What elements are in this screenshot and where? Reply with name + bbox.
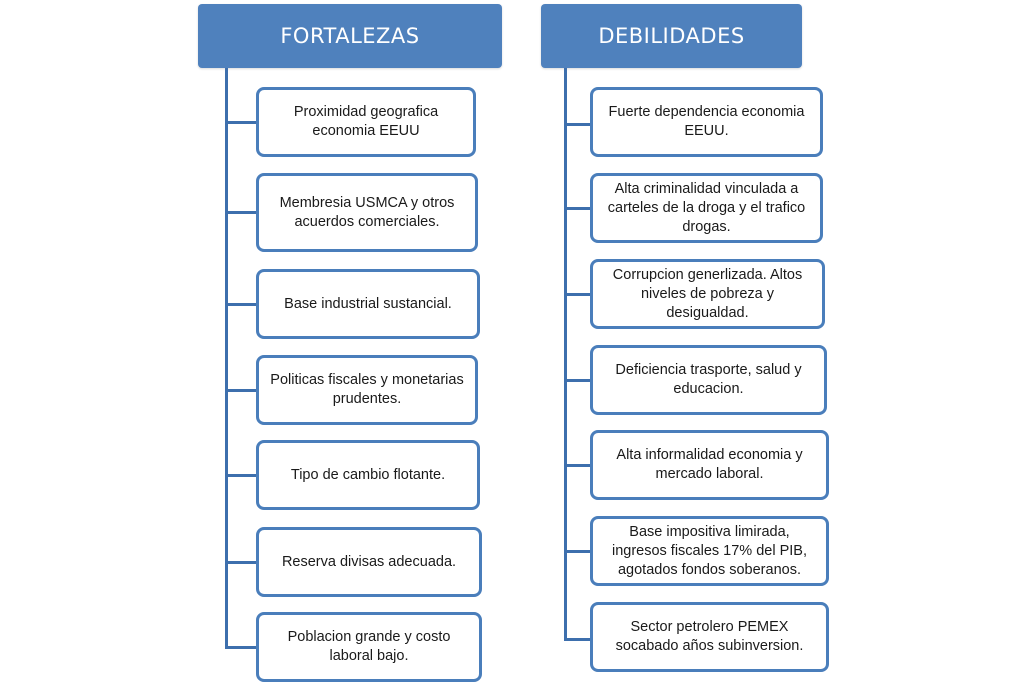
debilidades-item: Sector petrolero PEMEX socabado años subi… [590, 602, 829, 672]
fortalezas-item: Politicas fiscales y monetarias prudentes… [256, 355, 478, 425]
debilidades-connector [564, 464, 592, 467]
item-line: desigualdad. [666, 304, 749, 321]
fortalezas-header: FORTALEZAS [198, 4, 502, 68]
item-line: socabado años subinversion. [615, 638, 804, 654]
item-line: Base impositiva limirada, [629, 523, 790, 540]
debilidades-item: Deficiencia trasporte, salud y educacion. [590, 345, 827, 415]
item-line: Deficiencia trasporte, salud y [615, 362, 802, 378]
debilidades-connector [564, 207, 592, 210]
fortalezas-connector [225, 474, 258, 477]
fortalezas-item: Tipo de cambio flotante. [256, 440, 480, 510]
item-line: Membresia USMCA y otros [279, 194, 455, 211]
debilidades-connector [564, 123, 592, 126]
item-line: acuerdos comerciales. [294, 213, 440, 230]
debilidades-connector [564, 550, 592, 553]
debilidades-item: Alta criminalidad vinculada a carteles de… [590, 173, 823, 243]
debilidades-title: DEBILIDADES [598, 24, 745, 48]
item-line: drogas. [682, 218, 731, 235]
fortalezas-connector [225, 303, 258, 306]
item-line: Base industrial sustancial. [284, 295, 452, 312]
fortalezas-item: Proximidad geografica economia EEUU [256, 87, 476, 157]
fortalezas-title: FORTALEZAS [280, 24, 420, 48]
item-line: Proximidad geografica [293, 104, 439, 120]
debilidades-header: DEBILIDADES [541, 4, 802, 68]
item-line: Tipo de cambio flotante. [290, 466, 446, 483]
item-line: Reserva divisas adecuada. [281, 553, 457, 570]
debilidades-item: Corrupcion generlizada. Altos niveles de … [590, 259, 825, 329]
item-line: prudentes. [332, 391, 402, 407]
fortalezas-connector [225, 121, 258, 124]
debilidades-item: Base impositiva limirada, ingresos fiscal… [590, 516, 829, 586]
item-line: Poblacion grande y costo [287, 629, 451, 645]
item-line: agotados fondos soberanos. [617, 561, 801, 578]
item-line: Corrupcion generlizada. Altos [612, 266, 803, 283]
fortalezas-item: Base industrial sustancial. [256, 269, 480, 339]
debilidades-item: Alta informalidad economia y mercado labo… [590, 430, 829, 500]
fortalezas-connector [225, 389, 258, 392]
fortalezas-connector-trunk [225, 68, 228, 649]
item-line: economia EEUU [312, 123, 420, 139]
item-line: Alta informalidad economia y [616, 447, 803, 463]
debilidades-connector [564, 638, 592, 641]
fortalezas-connector [225, 211, 258, 214]
item-line: educacion. [673, 381, 744, 397]
fortalezas-connector [225, 561, 258, 564]
debilidades-connector [564, 293, 592, 296]
fortalezas-item: Reserva divisas adecuada. [256, 527, 482, 597]
item-line: Fuerte dependencia economia [608, 104, 805, 120]
item-line: laboral bajo. [329, 648, 409, 664]
item-line: niveles de pobreza y [640, 285, 774, 302]
item-line: Alta criminalidad vinculada a [614, 180, 799, 197]
item-line: EEUU. [684, 123, 729, 139]
fortalezas-connector [225, 646, 258, 649]
item-line: ingresos fiscales 17% del PIB, [611, 542, 808, 559]
debilidades-connector-trunk [564, 68, 567, 641]
item-line: carteles de la droga y el trafico [607, 199, 806, 216]
fortalezas-item: Membresia USMCA y otros acuerdos comercia… [256, 173, 478, 252]
item-line: Politicas fiscales y monetarias [270, 372, 464, 388]
debilidades-connector [564, 379, 592, 382]
item-line: mercado laboral. [655, 466, 764, 482]
fortalezas-item: Poblacion grande y costo laboral bajo. [256, 612, 482, 682]
item-line: Sector petrolero PEMEX [630, 619, 789, 635]
